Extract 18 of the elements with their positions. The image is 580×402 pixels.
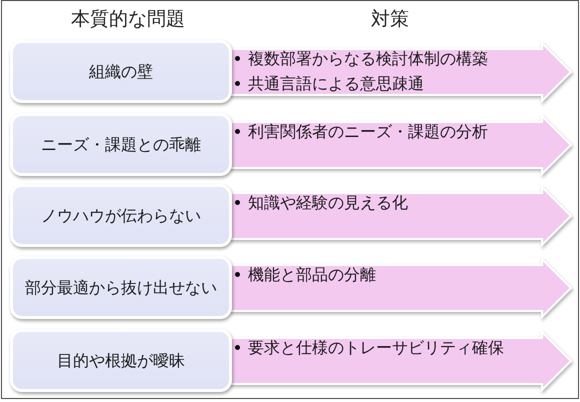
problem-box — [10, 40, 232, 103]
countermeasure-text: 複数部署からなる検討体制の構築 — [248, 48, 488, 68]
problem-text: 部分最適から抜け出せない — [25, 278, 217, 298]
problem-box — [10, 329, 232, 392]
countermeasure-text: 機能と部品の分離 — [248, 264, 376, 284]
problem-box — [10, 256, 232, 319]
countermeasure-text: 利害関係者のニーズ・課題の分析 — [248, 122, 488, 142]
problem-text: ノウハウが伝わらない — [41, 206, 201, 226]
problem-text: 組織の壁 — [89, 62, 153, 82]
countermeasure-text: 要求と仕様のトレーサビリティ確保 — [248, 338, 504, 358]
problem-box — [10, 113, 232, 176]
countermeasure-text: 共通言語による意思疎通 — [248, 74, 424, 94]
column-heading: 本質的な問題 — [71, 7, 185, 31]
problem-box — [10, 184, 232, 247]
column-heading: 対策 — [371, 7, 409, 31]
countermeasure-text: 知識や経験の見える化 — [248, 192, 408, 212]
problem-text: 目的や根拠が曖昧 — [57, 350, 185, 370]
problem-text: ニーズ・課題との乖離 — [41, 134, 201, 154]
